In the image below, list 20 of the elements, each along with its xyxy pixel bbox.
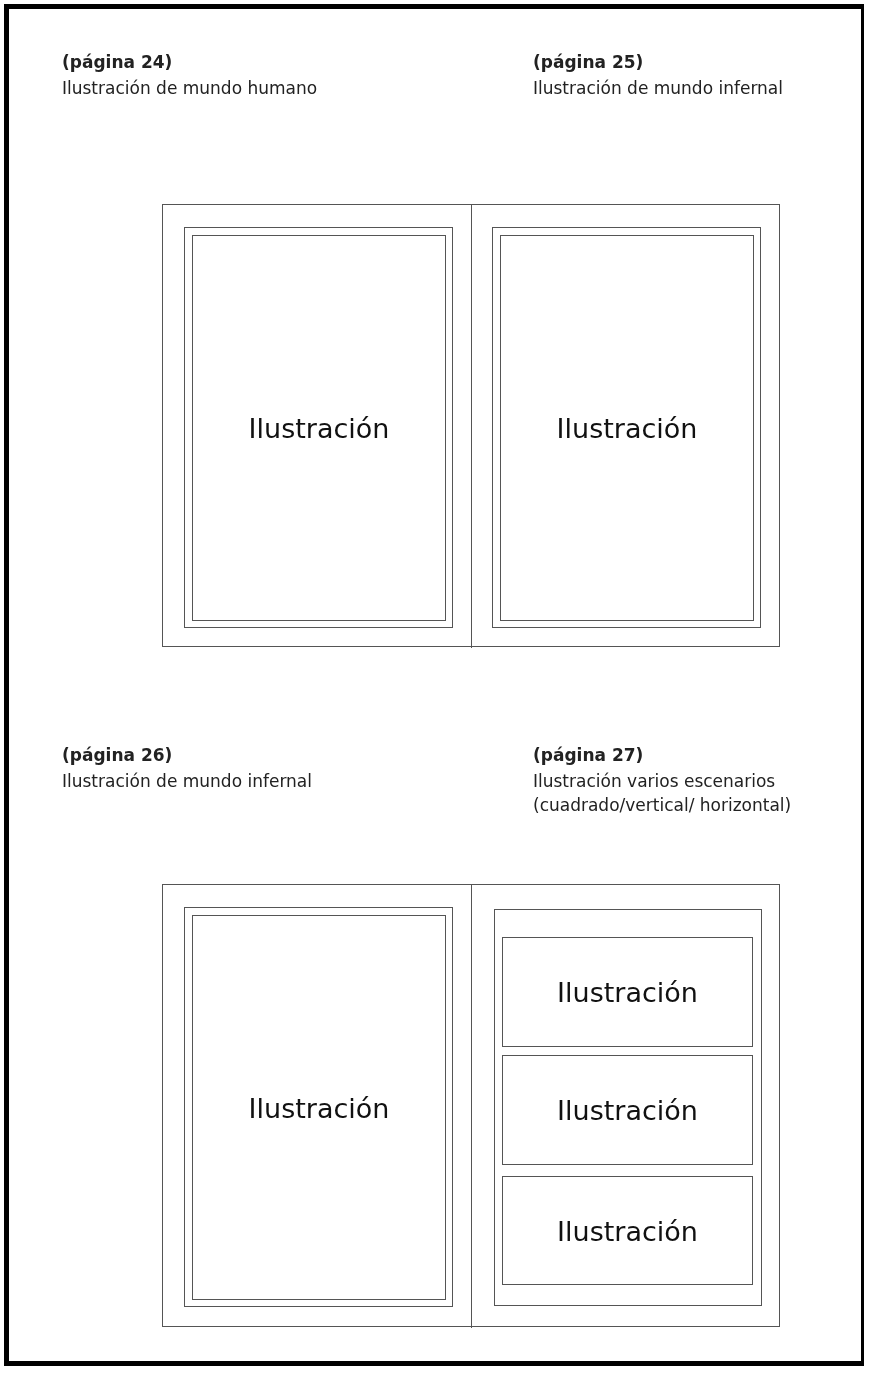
- illustration-placeholder-text: Ilustración: [556, 1215, 699, 1246]
- illustration-placeholder-text: Ilustración: [247, 1092, 391, 1123]
- spread-outline: [162, 204, 780, 647]
- frame-border: [494, 909, 762, 1306]
- page-description: Ilustración de mundo infernal: [62, 770, 312, 793]
- illustration-box: [502, 937, 753, 1047]
- illustration-box: [502, 1176, 753, 1285]
- page-number-heading: (página 27): [533, 744, 644, 767]
- illustration-placeholder-text: Ilustración: [556, 1094, 699, 1126]
- page-description: Ilustración de mundo infernal: [533, 77, 783, 100]
- page-number-heading: (página 24): [62, 51, 173, 74]
- illustration-placeholder-text: Ilustración: [555, 412, 699, 444]
- page-description: Ilustración de mundo humano: [62, 77, 318, 100]
- page-number-heading: (página 25): [533, 51, 644, 74]
- illustration-placeholder-text: Ilustración: [247, 412, 391, 444]
- page-number-heading: (página 26): [62, 744, 173, 767]
- page-description: Ilustración varios escenarios (cuadrado/vertical/ horizontal): [533, 770, 793, 817]
- illustration-box: [502, 1055, 753, 1165]
- illustration-placeholder-text: Ilustración: [556, 976, 699, 1008]
- spread-outline: [162, 884, 780, 1327]
